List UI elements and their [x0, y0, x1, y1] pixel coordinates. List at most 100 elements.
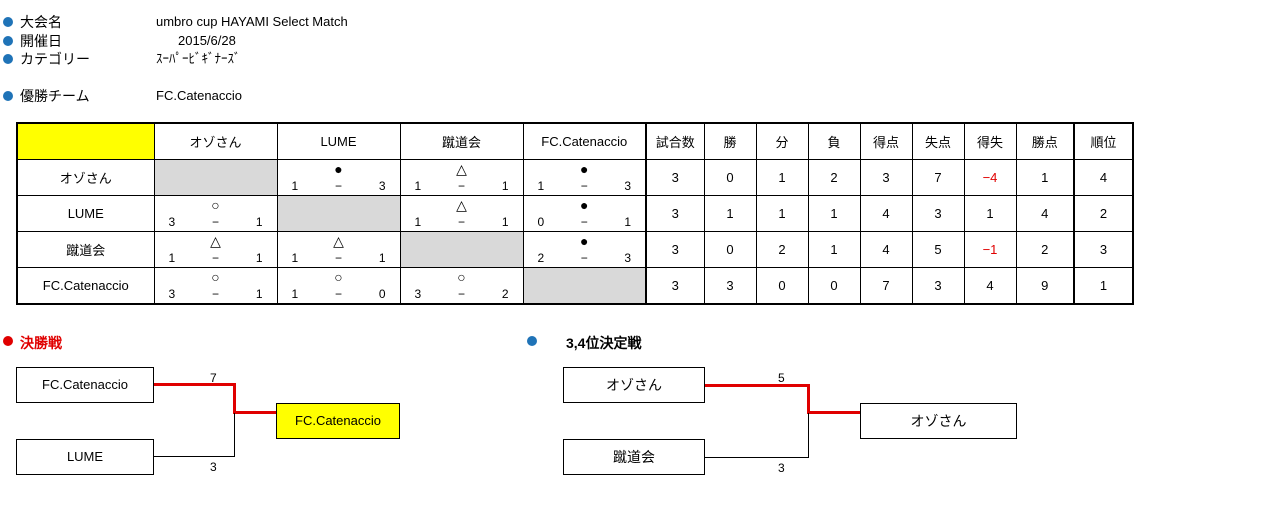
self-match-cell	[399, 231, 524, 268]
bullet-icon	[3, 91, 13, 101]
result-symbol: ○	[334, 269, 343, 285]
goals-against: 1	[624, 215, 631, 229]
stat-cell: 1	[963, 195, 1017, 232]
score-dash: −	[580, 179, 588, 193]
score-dash: −	[457, 287, 465, 301]
bullet-icon	[3, 336, 13, 346]
col-header: 分	[755, 122, 809, 160]
goals-against: 0	[378, 287, 386, 301]
score-dash: −	[334, 287, 342, 301]
goals-for: 1	[414, 215, 422, 229]
header-row: オゾさん LUME 蹴道会 FC.Catenaccio 試合数 勝 分 負 得点…	[16, 122, 1134, 160]
col-header: オゾさん	[153, 122, 278, 160]
final-score-top: 7	[210, 371, 217, 385]
match-result: ○3−1	[153, 267, 278, 305]
bracket-line	[807, 411, 860, 414]
stat-cell: 4	[859, 195, 913, 232]
stat-cell: 0	[755, 267, 809, 305]
goals-for: 1	[537, 179, 545, 193]
team-name: オゾさん	[16, 159, 155, 196]
self-match-cell	[276, 195, 401, 232]
goals-against: 1	[255, 251, 263, 265]
goals-against: 1	[501, 215, 509, 229]
stat-cell: 3	[645, 159, 705, 196]
goals-for: 3	[168, 287, 176, 301]
col-header: 勝	[703, 122, 757, 160]
stat-cell: 5	[911, 231, 965, 268]
stat-cell: 4	[859, 231, 913, 268]
goals-against: 2	[501, 287, 509, 301]
col-header: FC.Catenaccio	[522, 122, 647, 160]
bracket-line	[154, 456, 235, 457]
corner-cell	[16, 122, 155, 160]
final-score-bottom: 3	[210, 460, 217, 474]
third-score-bottom: 3	[778, 461, 785, 475]
goals-against: 3	[624, 251, 631, 265]
match-result: △1−1	[276, 231, 401, 268]
bracket-line	[705, 384, 809, 387]
score-dash: −	[580, 215, 588, 229]
stat-cell: 7	[859, 267, 913, 305]
match-result: ●1−3	[276, 159, 401, 196]
third-team-top: オゾさん	[563, 367, 705, 403]
final-team-bottom: LUME	[16, 439, 154, 475]
date-value: 2015/6/28	[178, 33, 236, 48]
third-title: 3,4位決定戦	[566, 335, 642, 351]
stat-cell: 2	[1015, 231, 1075, 268]
stat-cell: −4	[963, 159, 1017, 196]
match-result: ● 0 − 1	[522, 195, 647, 232]
goals-for: 1	[291, 287, 299, 301]
third-winner: オゾさん	[860, 403, 1017, 439]
result-symbol: △	[456, 161, 467, 177]
tournament-label: 大会名	[20, 14, 62, 30]
goals-for: 1	[291, 251, 299, 265]
score-dash: −	[211, 251, 219, 265]
col-header: 負	[807, 122, 861, 160]
goals-against: 1	[255, 287, 263, 301]
bullet-icon	[3, 36, 13, 46]
stat-cell: −1	[963, 231, 1017, 268]
col-header: 失点	[911, 122, 965, 160]
col-header: 得点	[859, 122, 913, 160]
stat-cell: 4	[1073, 159, 1134, 196]
standings-table: オゾさん LUME 蹴道会 FC.Catenaccio 試合数 勝 分 負 得点…	[16, 122, 1134, 305]
match-result: △1−1	[399, 195, 524, 232]
self-match-cell	[153, 159, 278, 196]
score-dash: −	[334, 179, 342, 193]
stat-cell: 4	[963, 267, 1017, 305]
stat-cell: 3	[703, 267, 757, 305]
bullet-icon	[527, 336, 537, 346]
goals-for: 1	[168, 251, 176, 265]
col-header: 得失	[963, 122, 1017, 160]
stat-cell: 3	[645, 231, 705, 268]
bracket-line	[807, 384, 810, 413]
stat-cell: 3	[1073, 231, 1134, 268]
match-result: ○ 1 − 0	[276, 267, 401, 305]
stat-cell: 0	[807, 267, 861, 305]
category-value: ｽｰﾊﾟｰﾋﾞｷﾞﾅｰｽﾞ	[156, 51, 241, 66]
score-dash: −	[457, 179, 465, 193]
result-symbol: ○	[457, 269, 466, 285]
result-symbol: ○	[211, 269, 220, 285]
goals-for: 3	[414, 287, 422, 301]
match-result: ●1−3	[522, 159, 647, 196]
score-dash: −	[580, 251, 588, 265]
stat-cell: 4	[1015, 195, 1075, 232]
result-symbol: ●	[580, 197, 589, 213]
bracket-line	[234, 413, 235, 457]
stat-cell: 7	[911, 159, 965, 196]
match-result: △1−1	[153, 231, 278, 268]
result-symbol: ●	[580, 233, 589, 249]
stat-cell: 1	[807, 231, 861, 268]
final-team-top: FC.Catenaccio	[16, 367, 154, 403]
goals-for: 1	[414, 179, 422, 193]
final-winner: FC.Catenaccio	[276, 403, 400, 439]
stat-cell: 1	[755, 159, 809, 196]
goals-for: 3	[168, 215, 176, 229]
goals-for: 0	[537, 215, 545, 229]
bullet-icon	[3, 54, 13, 64]
goals-for: 2	[537, 251, 545, 265]
stat-cell: 1	[807, 195, 861, 232]
